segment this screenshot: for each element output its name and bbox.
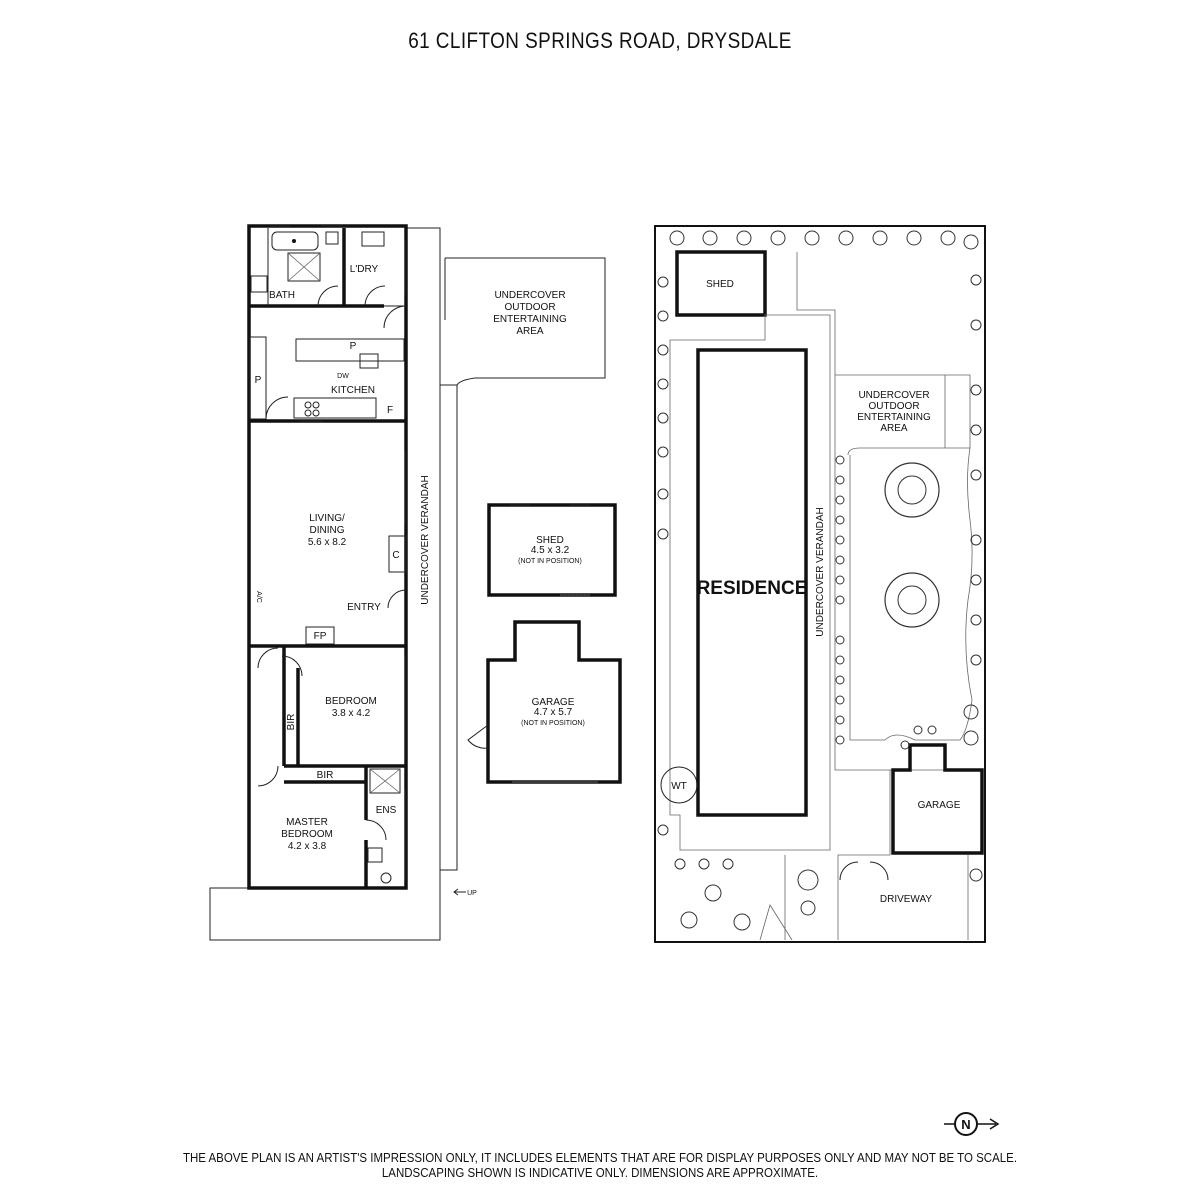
up-label: UP	[467, 890, 477, 897]
garage-note: (NOT IN POSITION)	[521, 720, 585, 727]
driveway-label: DRIVEWAY	[880, 894, 933, 905]
fireplace-label: FP	[314, 631, 327, 642]
back-door-swing	[383, 305, 407, 329]
outdoor-area-label-3: ENTERTAINING	[493, 314, 567, 325]
ensuite-label: ENS	[376, 805, 397, 816]
living-label-2: DINING	[310, 525, 345, 536]
fridge-label: F	[387, 405, 393, 416]
north-arrow-icon: N	[944, 1109, 1004, 1139]
site-outdoor-label-3: ENTERTAINING	[857, 412, 931, 423]
verandah-label: UNDERCOVER VERANDAH	[420, 475, 431, 604]
bedroom-dims: 3.8 x 4.2	[332, 708, 371, 719]
kitchen-label: KITCHEN	[331, 385, 375, 396]
site-outdoor-label-4: AREA	[880, 423, 908, 434]
site-garage	[891, 743, 984, 855]
outdoor-area-label-2: OUTDOOR	[504, 302, 555, 313]
disclaimer-line-2: LANDSCAPING SHOWN IS INDICATIVE ONLY. DI…	[381, 1166, 819, 1180]
living-label-1: LIVING/	[309, 513, 345, 524]
outdoor-area-label-4: AREA	[516, 326, 544, 337]
site-garage-label: GARAGE	[918, 800, 961, 811]
site-plan	[654, 225, 986, 943]
disclaimer-line-1: THE ABOVE PLAN IS AN ARTIST'S IMPRESSION…	[182, 1151, 1018, 1165]
laundry-label: L'DRY	[350, 264, 379, 275]
site-boundary	[654, 225, 986, 943]
bedroom-label: BEDROOM	[325, 696, 377, 707]
aircon-label: A/C	[255, 591, 262, 603]
disclaimer: THE ABOVE PLAN IS AN ARTIST'S IMPRESSION…	[48, 1151, 1152, 1181]
shed-note: (NOT IN POSITION)	[518, 558, 582, 565]
verandah-outline	[209, 227, 441, 941]
site-verandah-label: UNDERCOVER VERANDAH	[815, 507, 826, 636]
shed-dims: 4.5 x 3.2	[531, 545, 570, 556]
entry-label: ENTRY	[347, 602, 381, 613]
site-outdoor-label-1: UNDERCOVER	[858, 390, 929, 401]
water-tank	[660, 766, 698, 804]
garage-label: GARAGE	[532, 697, 575, 708]
entry-door-swing	[387, 589, 407, 609]
house-outer-wall	[247, 224, 408, 890]
garage-dims: 4.7 x 5.7	[534, 707, 573, 718]
outdoor-area-outline	[445, 257, 606, 386]
kitchen-bench	[293, 397, 377, 419]
page-title: 61 CLIFTON SPRINGS ROAD, DRYSDALE	[408, 28, 792, 53]
master-label-1: MASTER	[286, 817, 328, 828]
landscaping-shrubs	[657, 230, 983, 931]
shed-outline	[487, 503, 617, 597]
site-outdoor-label-2: OUTDOOR	[868, 401, 919, 412]
garage-outline	[486, 620, 622, 784]
bir-horizontal-label: BIR	[317, 770, 334, 781]
compass-label: N	[961, 1117, 970, 1132]
site-shed	[675, 250, 767, 317]
shed-label: SHED	[536, 535, 564, 546]
master-label-2: BEDROOM	[281, 829, 333, 840]
outdoor-area-label-1: UNDERCOVER	[494, 290, 565, 301]
dishwasher-label: DW	[337, 373, 349, 380]
verandah-edge	[440, 384, 458, 871]
bath-label: BATH	[269, 290, 295, 301]
residence-outline	[696, 348, 808, 817]
cupboard-label: C	[392, 550, 399, 561]
kitchen-island	[295, 338, 405, 362]
pantry-top-label: P	[350, 341, 357, 352]
living-dims: 5.6 x 8.2	[308, 537, 347, 548]
bir-vertical-label: BIR	[286, 714, 297, 731]
water-tank-label: WT	[671, 781, 687, 792]
pantry-side-label: P	[255, 375, 262, 386]
residence-label: RESIDENCE	[697, 578, 808, 599]
outbuildings	[467, 503, 622, 784]
site-shed-label: SHED	[706, 279, 734, 290]
master-dims: 4.2 x 3.8	[288, 841, 327, 852]
house-floor-plan	[209, 224, 606, 941]
